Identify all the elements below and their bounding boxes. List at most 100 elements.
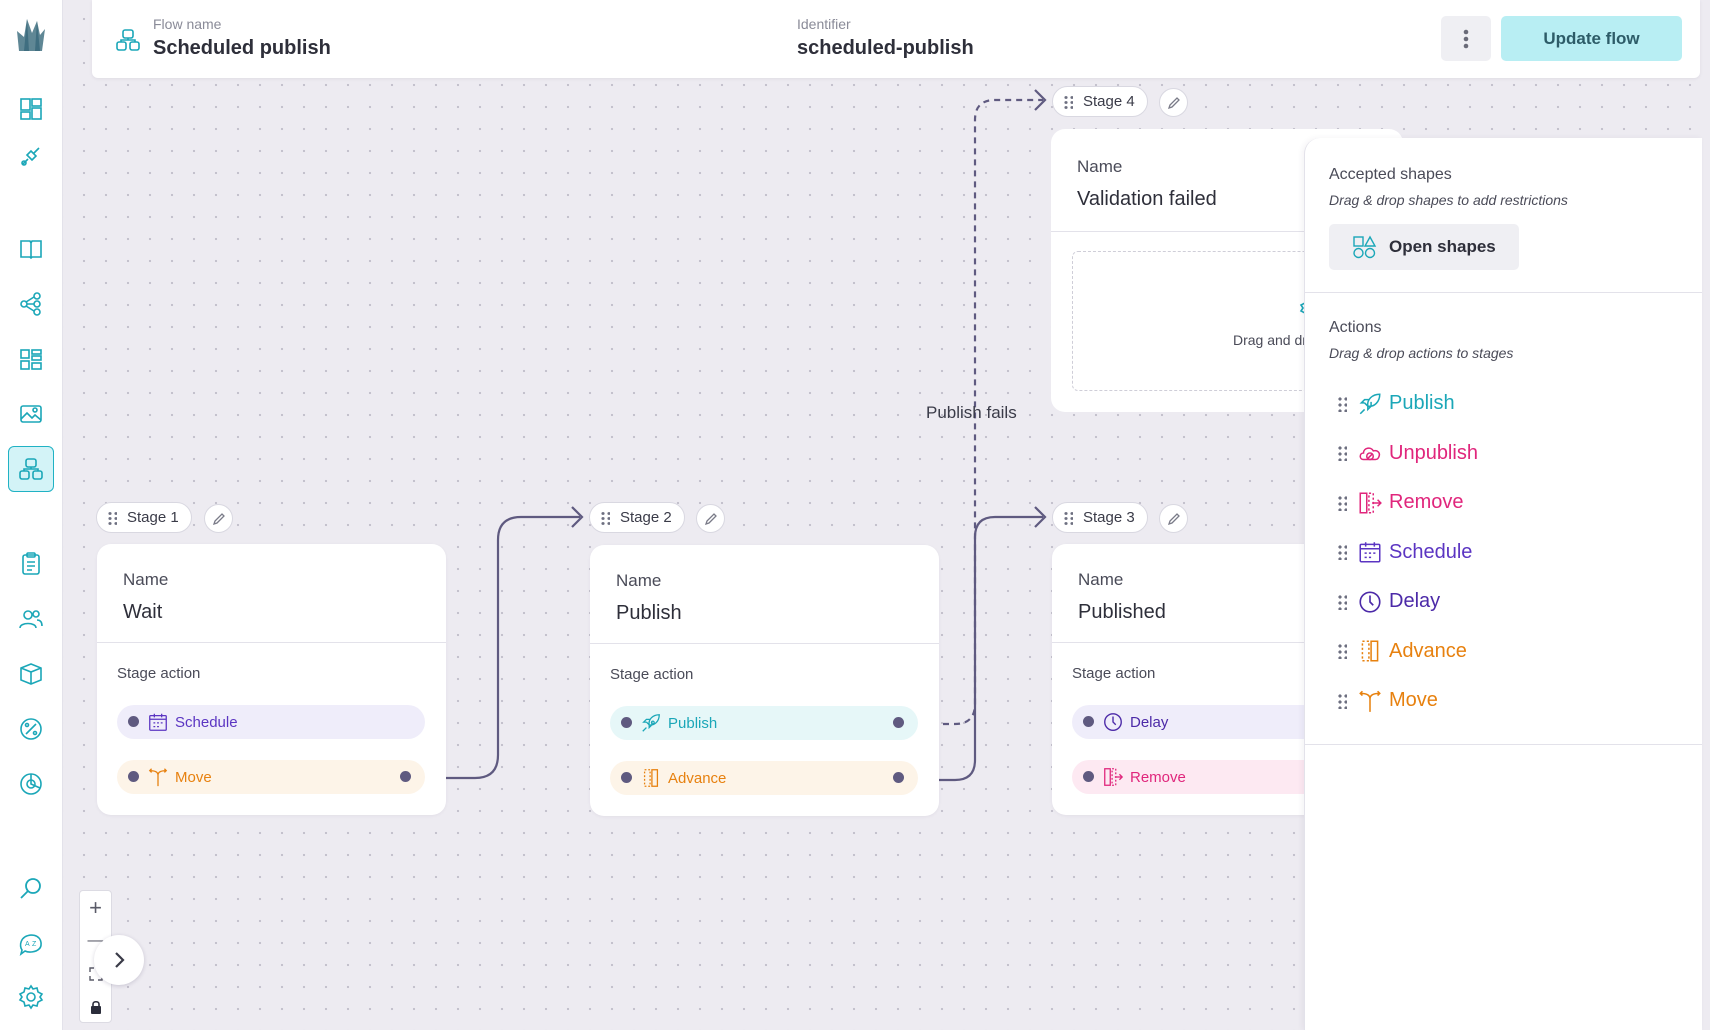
advance-icon bbox=[1361, 640, 1379, 662]
edit-stage-button[interactable] bbox=[1159, 504, 1188, 533]
stage-name[interactable]: Published bbox=[1078, 601, 1166, 623]
search-icon[interactable] bbox=[8, 866, 54, 912]
connector-dot[interactable] bbox=[1083, 771, 1094, 782]
stage-name-label: Name bbox=[1078, 570, 1124, 589]
action-label: Delay bbox=[1389, 590, 1441, 613]
update-flow-button[interactable]: Update flow bbox=[1501, 16, 1682, 61]
edit-stage-button[interactable] bbox=[1159, 88, 1188, 117]
drag-handle-icon[interactable] bbox=[1063, 94, 1073, 109]
draggable-action-publish[interactable]: Publish bbox=[1329, 379, 1678, 429]
workflows-icon[interactable] bbox=[8, 446, 54, 492]
connector-dot[interactable] bbox=[128, 716, 139, 727]
lock-button[interactable] bbox=[80, 990, 111, 1023]
expand-button[interactable] bbox=[94, 935, 144, 985]
users-icon[interactable] bbox=[8, 596, 54, 642]
action-schedule[interactable]: Schedule bbox=[117, 705, 425, 739]
chart-icon[interactable] bbox=[8, 761, 54, 807]
remove-icon bbox=[1359, 492, 1382, 514]
rocket-icon bbox=[642, 714, 660, 732]
action-label: Schedule bbox=[1389, 540, 1473, 563]
more-options-button[interactable] bbox=[1441, 16, 1491, 61]
action-advance[interactable]: Advance bbox=[610, 761, 918, 795]
identifier-field[interactable]: Identifier scheduled-publish bbox=[797, 16, 974, 60]
drag-handle-icon[interactable] bbox=[600, 510, 610, 525]
blocks-icon[interactable] bbox=[8, 336, 54, 382]
flow-name-field[interactable]: Flow name Scheduled publish bbox=[153, 16, 331, 60]
stage-tag[interactable]: Stage 1 bbox=[96, 502, 192, 533]
connector-dot[interactable] bbox=[621, 717, 632, 728]
graph-icon[interactable] bbox=[8, 281, 54, 327]
open-shapes-button[interactable]: Open shapes bbox=[1329, 224, 1519, 270]
stage-tag-label: Stage 1 bbox=[127, 509, 179, 526]
stage-name-label: Name bbox=[616, 571, 662, 590]
stage-card-publish[interactable]: Name Publish Stage action Publish Advanc… bbox=[590, 545, 939, 816]
connector-dot[interactable] bbox=[893, 772, 904, 783]
percent-icon[interactable] bbox=[8, 706, 54, 752]
lock-icon bbox=[90, 1000, 101, 1014]
stage-name[interactable]: Publish bbox=[616, 602, 682, 624]
draggable-action-advance[interactable]: Advance bbox=[1329, 627, 1678, 677]
connector-dot[interactable] bbox=[400, 771, 411, 782]
drag-handle-icon[interactable] bbox=[1337, 643, 1347, 660]
connector-dot[interactable] bbox=[621, 772, 632, 783]
clipboard-icon[interactable] bbox=[8, 541, 54, 587]
edit-stage-button[interactable] bbox=[204, 504, 233, 533]
action-label: Remove bbox=[1130, 768, 1186, 786]
drag-handle-icon[interactable] bbox=[107, 510, 117, 525]
drag-handle-icon[interactable] bbox=[1337, 494, 1347, 511]
clock-icon bbox=[1104, 713, 1122, 731]
connector-dot[interactable] bbox=[1083, 716, 1094, 727]
connector-dot[interactable] bbox=[893, 717, 904, 728]
plugin-icon[interactable] bbox=[8, 133, 54, 179]
cloud-off-icon bbox=[1359, 447, 1381, 461]
draggable-action-schedule[interactable]: Schedule bbox=[1329, 528, 1678, 578]
edge-label: Publish fails bbox=[926, 403, 1017, 422]
stage-tag[interactable]: Stage 2 bbox=[589, 502, 685, 533]
drag-handle-icon[interactable] bbox=[1337, 544, 1347, 561]
action-move[interactable]: Move bbox=[117, 760, 425, 794]
stage-tag[interactable]: Stage 3 bbox=[1052, 502, 1148, 533]
logo[interactable] bbox=[8, 12, 54, 58]
stage-name-label: Name bbox=[1077, 157, 1123, 176]
action-label: Advance bbox=[1389, 639, 1467, 662]
stage-name[interactable]: Validation failed bbox=[1077, 188, 1217, 210]
stage-action-label: Stage action bbox=[117, 665, 201, 682]
drag-handle-icon[interactable] bbox=[1337, 692, 1347, 709]
box-icon[interactable] bbox=[8, 651, 54, 697]
library-panel: Accepted shapes Drag & drop shapes to ad… bbox=[1304, 138, 1702, 1030]
drag-handle-icon[interactable] bbox=[1337, 395, 1347, 412]
action-publish[interactable]: Publish bbox=[610, 706, 918, 740]
open-shapes-label: Open shapes bbox=[1389, 237, 1496, 256]
edit-stage-button[interactable] bbox=[696, 504, 725, 533]
kebab-icon bbox=[1463, 29, 1469, 48]
action-label: Publish bbox=[668, 714, 718, 732]
flow-name-value[interactable]: Scheduled publish bbox=[153, 37, 331, 59]
draggable-action-unpublish[interactable]: Unpublish bbox=[1329, 429, 1678, 479]
draggable-action-remove[interactable]: Remove bbox=[1329, 478, 1678, 528]
stage-name-label: Name bbox=[123, 570, 169, 589]
pencil-icon bbox=[212, 512, 225, 525]
draggable-action-move[interactable]: Move bbox=[1329, 676, 1678, 726]
zoom-in-button[interactable]: + bbox=[89, 894, 102, 920]
svg-text:A: A bbox=[25, 941, 30, 948]
identifier-value[interactable]: scheduled-publish bbox=[797, 37, 974, 59]
drag-handle-icon[interactable] bbox=[1337, 445, 1347, 462]
book-icon[interactable] bbox=[8, 226, 54, 272]
drag-handle-icon[interactable] bbox=[1337, 593, 1347, 610]
stage-tag[interactable]: Stage 4 bbox=[1052, 86, 1148, 117]
stage-name[interactable]: Wait bbox=[123, 601, 163, 623]
svg-text:Z: Z bbox=[32, 941, 37, 948]
shapes-icon bbox=[1353, 235, 1377, 259]
section-subtitle: Drag & drop shapes to add restrictions bbox=[1329, 192, 1568, 208]
actions-list: Publish Unpublish Remove Schedule Delay bbox=[1329, 379, 1678, 726]
stage-card-wait[interactable]: Name Wait Stage action Schedule Move bbox=[97, 544, 446, 815]
image-icon[interactable] bbox=[8, 391, 54, 437]
dashboard-icon[interactable] bbox=[8, 86, 54, 132]
connector-dot[interactable] bbox=[128, 771, 139, 782]
gear-icon[interactable] bbox=[8, 974, 54, 1020]
pencil-icon bbox=[704, 512, 717, 525]
drag-handle-icon[interactable] bbox=[1063, 510, 1073, 525]
draggable-action-delay[interactable]: Delay bbox=[1329, 577, 1678, 627]
